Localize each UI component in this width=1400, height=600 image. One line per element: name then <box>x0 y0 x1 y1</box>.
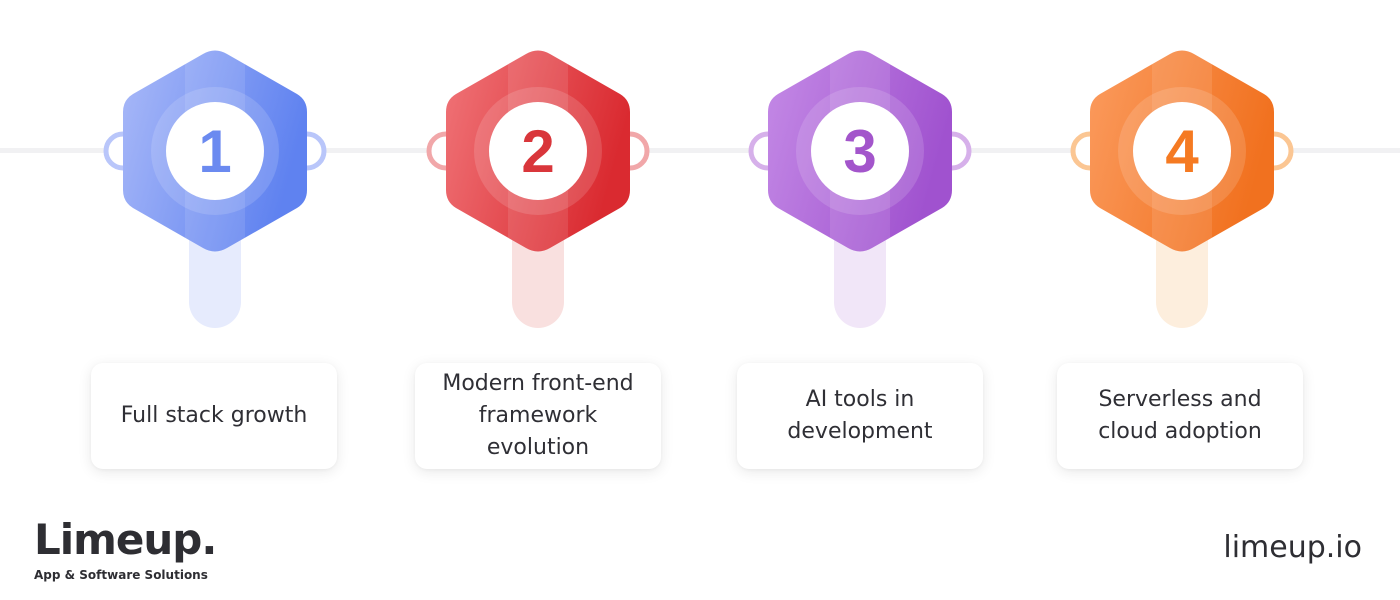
site-url: limeup.io <box>1223 530 1362 565</box>
brand-name: Limeup. <box>34 515 217 564</box>
step-2-hexagon-icon: 2 <box>426 47 650 255</box>
step-3-hexagon-icon: 3 <box>748 47 972 255</box>
step-3-card: AI tools in development <box>737 363 983 469</box>
step-1-number: 1 <box>198 118 231 185</box>
step-3-label: AI tools in development <box>787 387 933 444</box>
step-4-number: 4 <box>1165 118 1199 185</box>
brand-logo: Limeup. App & Software Solutions <box>34 512 217 582</box>
step-1-label: Full stack growth <box>120 403 308 428</box>
step-2-label: Modern front-end framework evolution <box>442 371 634 460</box>
step-4-hexagon-icon: 4 <box>1070 47 1294 255</box>
timeline-line <box>0 148 1400 153</box>
step-2-card: Modern front-end framework evolution <box>415 363 661 469</box>
step-3-number: 3 <box>843 118 876 185</box>
step-1-hexagon-icon: 1 <box>103 47 327 255</box>
brand-tagline: App & Software Solutions <box>34 568 208 582</box>
step-2-number: 2 <box>521 118 554 185</box>
step-4-card: Serverless and cloud adoption <box>1057 363 1303 469</box>
step-4-label: Serverless and cloud adoption <box>1098 387 1262 444</box>
step-1-card: Full stack growth <box>91 363 337 469</box>
